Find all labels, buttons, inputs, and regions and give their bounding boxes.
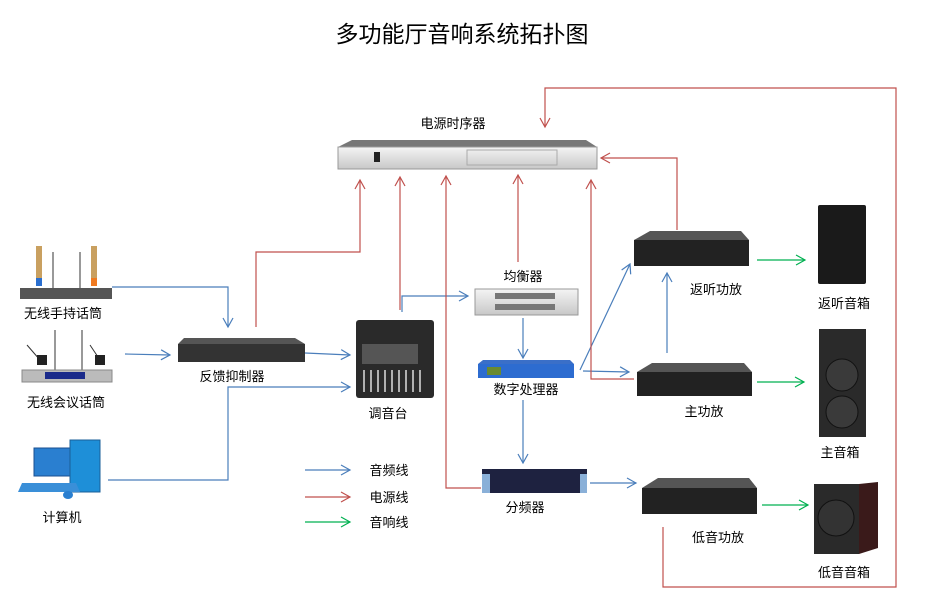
- sub-amp-power-line: [539, 87, 897, 588]
- monitor-amp-label: 返听功放: [690, 283, 742, 298]
- power-lines: [255, 87, 897, 588]
- monitor-speaker-label: 返听音箱: [818, 296, 870, 312]
- computer-to-mixer-line: [108, 381, 352, 481]
- crossover-power-line: [440, 174, 481, 489]
- digital-processor-label: 数字处理器: [493, 383, 558, 398]
- main-amp-label: 主功放: [684, 405, 723, 420]
- computer-label: 计算机: [42, 511, 81, 526]
- mixer-to-equalizer-line: [401, 290, 470, 312]
- crossover-device: [482, 469, 587, 493]
- suppressor-power-line: [255, 178, 366, 327]
- diagram-title: 多功能厅音响系统拓扑图: [336, 22, 589, 48]
- mixer-label: 调音台: [368, 406, 407, 422]
- processor-to-main-amp-line: [582, 366, 631, 378]
- speaker-lines: [757, 254, 810, 511]
- wireless-handheld-mic-device: [20, 246, 112, 299]
- power-sequencer-label: 电源时序器: [420, 117, 485, 132]
- feedback-suppressor-device: [178, 338, 305, 362]
- monitor-amp-device: [634, 231, 749, 266]
- legend-power-label: 电源线: [369, 491, 408, 506]
- legend-speaker-label: 音响线: [369, 515, 408, 531]
- main-amp-power-line: [585, 178, 634, 380]
- suppressor-to-mixer-line: [304, 349, 352, 361]
- power-sequencer-device: [337, 140, 598, 170]
- monitor-speaker-device: [818, 205, 866, 284]
- equalizer-device: [474, 288, 579, 316]
- equalizer-label: 均衡器: [503, 270, 542, 285]
- sub-speaker-label: 低音音箱: [818, 565, 870, 581]
- crossover-label: 分频器: [505, 501, 544, 516]
- processor-to-monitor-amp-line: [579, 262, 632, 371]
- main-amp-device: [637, 363, 752, 396]
- sub-amp-device: [642, 478, 757, 514]
- legend: 音频线 电源线 音响线: [305, 463, 409, 531]
- handheld-to-suppressor-line: [112, 286, 234, 329]
- main-speaker-device: [819, 329, 866, 437]
- sub-speaker-device: [814, 482, 878, 554]
- main-speaker-label: 主音箱: [820, 445, 859, 461]
- mixer-device: [356, 320, 434, 398]
- wireless-conference-mic-label: 无线会议话筒: [27, 395, 105, 411]
- legend-audio-label: 音频线: [369, 463, 408, 479]
- computer-device: [18, 439, 101, 499]
- conference-to-suppressor-line: [124, 349, 172, 361]
- wireless-conference-mic-device: [21, 330, 113, 383]
- wireless-handheld-mic-label: 无线手持话筒: [24, 306, 102, 322]
- digital-processor-device: [478, 360, 574, 378]
- feedback-suppressor-label: 反馈抑制器: [199, 370, 264, 385]
- sub-amp-label: 低音功放: [692, 530, 744, 546]
- monitor-amp-power-line: [599, 152, 678, 230]
